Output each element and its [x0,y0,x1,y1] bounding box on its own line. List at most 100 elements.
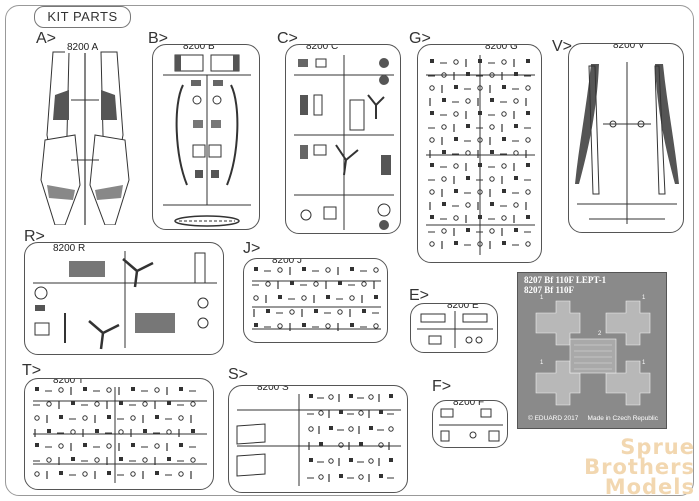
small-part [514,228,518,232]
small-part [478,163,482,167]
small-part [46,401,52,407]
small-part [35,387,39,391]
small-part [142,401,148,407]
sprue-v: 8200 V [568,43,684,233]
small-part [441,72,447,78]
small-part [378,442,384,448]
photo-etch-mark-1: 1 [540,295,544,301]
small-part [302,323,306,327]
small-part [430,215,434,219]
small-part [301,295,307,301]
sprue-s-drawing [236,394,401,486]
sprue-f-label: 8200 F [451,401,487,408]
small-part [130,415,136,421]
kit-parts-frame [5,5,694,496]
small-part [329,426,333,430]
watermark-line-1: Sprue [620,435,695,459]
small-part [374,295,378,299]
small-part [94,401,100,407]
small-part [466,72,470,76]
small-part [83,443,87,447]
sprue-letter-j: J> [243,240,261,257]
small-part [326,295,330,299]
small-part [465,98,471,104]
small-part [490,150,494,154]
kit-parts-title: KIT PARTS [34,6,131,28]
sprue-letter-f: F> [432,378,452,395]
small-part [454,241,458,245]
small-part [118,429,124,435]
photo-etch-fret: 8207 Bf 110F LEPT-1 8207 Bf 110F 1 1 1 1… [517,272,667,429]
small-part [477,241,483,247]
sprue-c-drawing [294,55,394,230]
small-part [429,189,435,195]
small-part [71,401,75,405]
small-part [178,471,184,477]
small-part [514,124,518,128]
small-part [489,124,495,130]
small-part [526,215,530,219]
small-part [155,415,159,419]
sprue-letter-v: V> [552,38,573,55]
small-part [167,401,171,405]
small-part [337,309,343,315]
small-part [429,85,435,91]
sprue-t: 8200 T [24,378,214,490]
sprue-f: 8200 F [432,400,508,448]
small-part [348,426,354,432]
watermark-line-3: Models [604,475,695,499]
photo-etch-drawing [535,300,651,406]
small-part [525,85,531,91]
small-part [359,442,363,446]
sprue-b-drawing [163,54,251,227]
small-part [465,150,471,156]
small-part [302,267,306,271]
small-part [502,137,506,141]
sprue-j: 8200 J [243,258,388,343]
small-part [339,474,343,478]
small-part [309,394,313,398]
small-part [350,323,354,327]
small-part [379,410,383,414]
small-part [478,215,482,219]
small-part [453,163,459,169]
sprue-letter-g: G> [409,30,431,47]
small-part [513,98,519,104]
small-part [106,443,112,449]
sprue-t-drawing [33,387,207,483]
small-part [328,394,334,400]
small-part [478,59,482,63]
sprue-e: 8200 E [410,303,498,353]
small-part [253,295,259,301]
small-part [466,124,470,128]
sprue-a-drawing [40,51,130,226]
sprue-r-label: 8200 R [51,243,88,254]
sprue-c: 8200 C [285,44,401,234]
small-part [318,410,324,416]
sprue-letter-c: C> [277,30,298,47]
small-part [489,72,495,78]
small-part [254,323,258,327]
small-part [429,241,435,247]
small-part [442,150,446,154]
small-part [142,457,148,463]
small-part [190,401,196,407]
small-part [107,471,111,475]
small-part [325,323,331,329]
small-part [131,387,135,391]
small-part [46,457,52,463]
small-part [313,281,319,287]
small-part [265,281,271,287]
small-part [489,228,495,234]
small-part [501,215,507,221]
sprue-g-label: 8200 G [483,45,520,52]
watermark: Sprue Brothers Models [584,435,695,499]
small-part [71,457,75,461]
small-part [525,137,531,143]
small-part [526,59,530,63]
small-part [465,202,471,208]
small-part [339,410,343,414]
small-part [453,111,459,117]
sprue-letter-t: T> [22,362,42,379]
small-part [277,267,283,273]
